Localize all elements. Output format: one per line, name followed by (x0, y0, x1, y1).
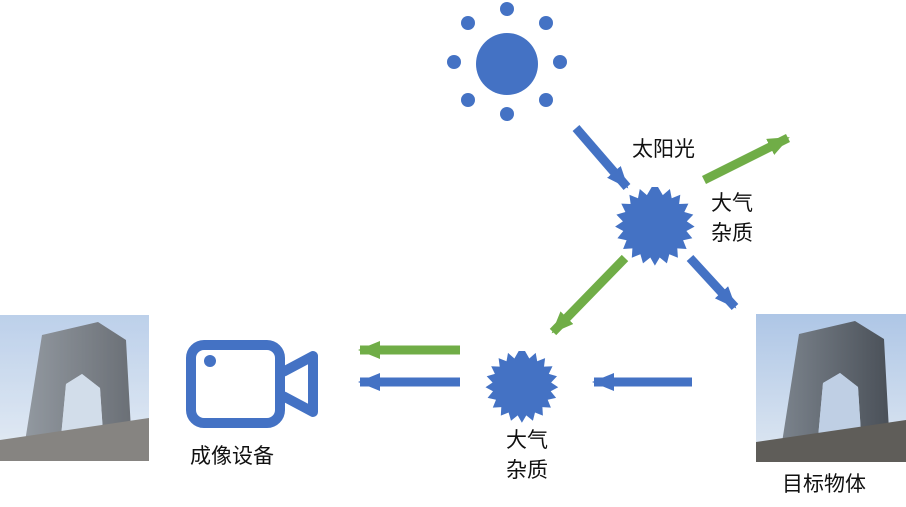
label-haze-bottom-line2: 杂质 (506, 458, 548, 482)
particle-bottom-icon (485, 351, 559, 423)
label-haze-top-line1: 大气 (711, 191, 753, 215)
arrow-haze-to-target (686, 254, 739, 311)
label-sunlight: 太阳光 (632, 137, 695, 161)
label-camera: 成像设备 (190, 444, 274, 468)
arrow-sun-to-haze (572, 125, 631, 190)
building-photo-target (756, 314, 906, 462)
label-haze-top-line2: 杂质 (711, 221, 753, 245)
sun-icon (447, 2, 567, 121)
arrow-haze-to-bottom-haze (549, 254, 629, 336)
label-haze-bottom-line1: 大气 (506, 428, 548, 452)
building-photo-hazy (0, 315, 149, 461)
label-target: 目标物体 (782, 472, 866, 496)
arrow-scatter-up-right (701, 133, 791, 185)
video-camera-icon (186, 340, 318, 428)
particle-top-icon (615, 187, 695, 266)
